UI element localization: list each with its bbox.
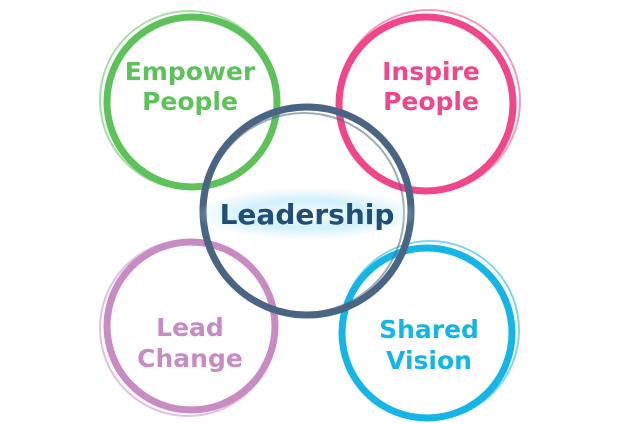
- label-inspire-people: People: [383, 87, 479, 116]
- label-shared: Shared: [379, 315, 479, 344]
- label-vision: Vision: [386, 346, 472, 375]
- label-empower: Empower: [125, 57, 256, 86]
- leadership-glow: [195, 188, 419, 240]
- circle-inspire-people: [335, 9, 521, 195]
- circle-empower-people: [99, 10, 281, 191]
- label-empower-people: People: [142, 87, 238, 116]
- ring-sketch-lead-change: [99, 239, 277, 417]
- label-lead: Lead: [156, 313, 224, 342]
- circle-lead-change: [99, 238, 279, 417]
- label-leadership: Leadership: [220, 198, 395, 231]
- ring-sketch-inspire-people: [337, 9, 521, 193]
- circle-leadership: [195, 103, 419, 319]
- ring-sketch-shared-vision: [340, 240, 520, 420]
- label-inspire: Inspire: [382, 57, 480, 86]
- circle-shared-vision: [338, 240, 520, 422]
- ring-sketch-empower-people: [99, 10, 279, 190]
- label-change: Change: [137, 344, 243, 373]
